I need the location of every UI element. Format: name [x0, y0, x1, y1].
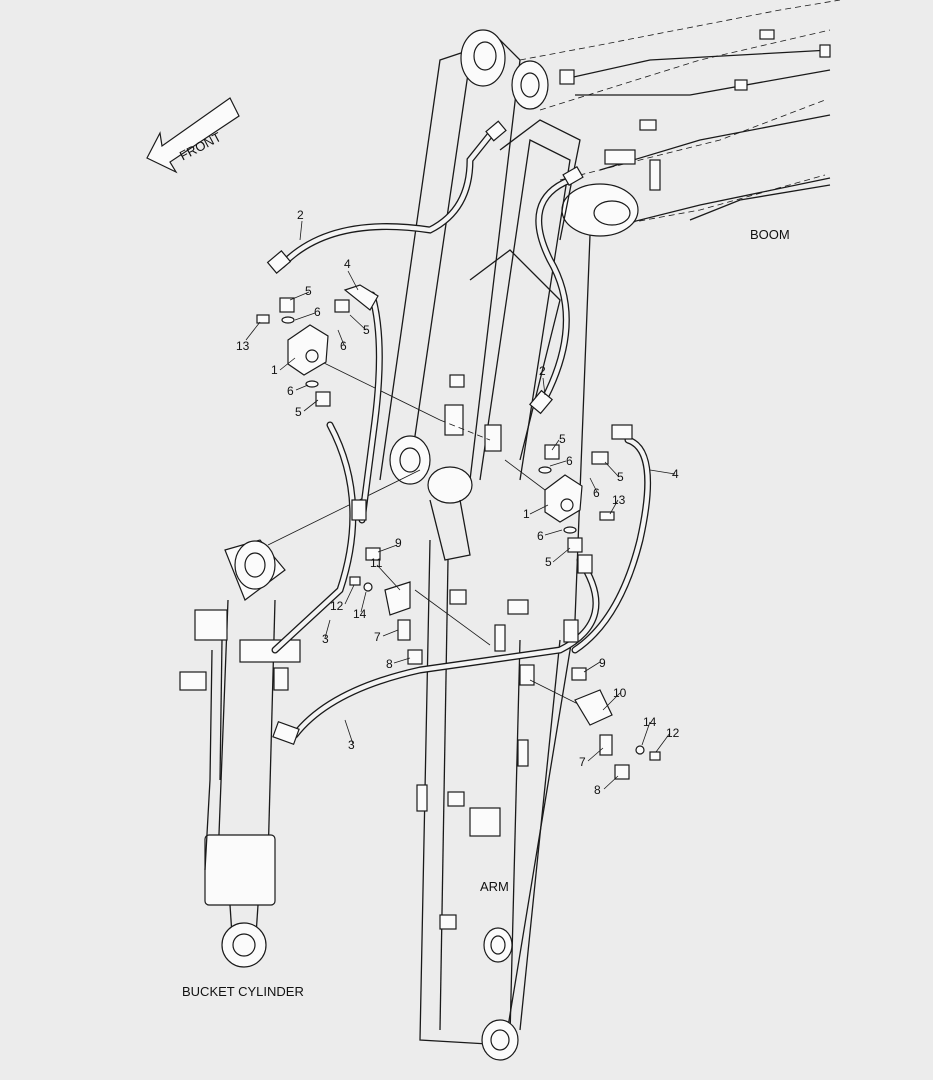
middle-bracket-group — [349, 547, 423, 665]
callout-6-right-top: 6 — [566, 454, 573, 468]
callout-7-right: 7 — [579, 755, 586, 769]
left-valve-assembly — [256, 284, 379, 407]
bucket-cylinder: BUCKET CYLINDER — [179, 539, 304, 999]
callout-6-left-top: 6 — [314, 305, 321, 319]
arm-structure: ARM — [379, 29, 591, 1061]
callout-12-middle: 12 — [330, 599, 344, 613]
callout-13-right: 13 — [612, 493, 626, 507]
callout-13-left: 13 — [236, 339, 250, 353]
callout-14-right: 14 — [643, 715, 657, 729]
callout-8-right: 8 — [594, 783, 601, 797]
callout-6-right-bottom: 6 — [537, 529, 544, 543]
leader-lines — [267, 361, 581, 706]
callout-3-bottom: 3 — [348, 738, 355, 752]
callout-3-left: 3 — [322, 632, 329, 646]
callout-9-right: 9 — [599, 656, 606, 670]
bucket-cylinder-label: BUCKET CYLINDER — [182, 984, 304, 999]
callout-6-right-mid: 6 — [593, 486, 600, 500]
hoses — [266, 120, 652, 746]
callout-8-middle: 8 — [386, 657, 393, 671]
callout-6-left-mid: 6 — [340, 339, 347, 353]
callout-leaders — [245, 220, 676, 790]
callout-5-left-mid: 5 — [363, 323, 370, 337]
callout-2-right: 2 — [539, 364, 546, 378]
callout-5-right-mid: 5 — [617, 470, 624, 484]
boom-structure: BOOM — [519, 0, 841, 242]
callout-11-middle: 11 — [370, 556, 383, 570]
callout-4-right: 4 — [672, 467, 679, 481]
callout-2-left: 2 — [297, 208, 304, 222]
callout-5-left-top: 5 — [305, 284, 312, 298]
callout-1-right: 1 — [523, 507, 530, 521]
boom-label: BOOM — [750, 227, 790, 242]
callout-12-right: 12 — [666, 726, 680, 740]
front-arrow: FRONT — [146, 97, 240, 174]
callout-14-middle: 14 — [353, 607, 367, 621]
callout-10-right: 10 — [613, 686, 627, 700]
callout-9-middle: 9 — [395, 536, 402, 550]
arm-label: ARM — [480, 879, 509, 894]
callout-numbers: 2 4 5 6 5 6 13 1 6 5 2 5 6 4 5 6 13 1 6 … — [236, 208, 680, 797]
callout-1-left: 1 — [271, 363, 278, 377]
right-bracket-group — [571, 667, 661, 780]
right-valve-assembly — [538, 444, 615, 553]
callout-4-left: 4 — [344, 257, 351, 271]
callout-7-middle: 7 — [374, 630, 381, 644]
callout-6-left-bottom: 6 — [287, 384, 294, 398]
callout-5-left-bottom: 5 — [295, 405, 302, 419]
callout-5-right-bottom: 5 — [545, 555, 552, 569]
callout-5-right-top: 5 — [559, 432, 566, 446]
